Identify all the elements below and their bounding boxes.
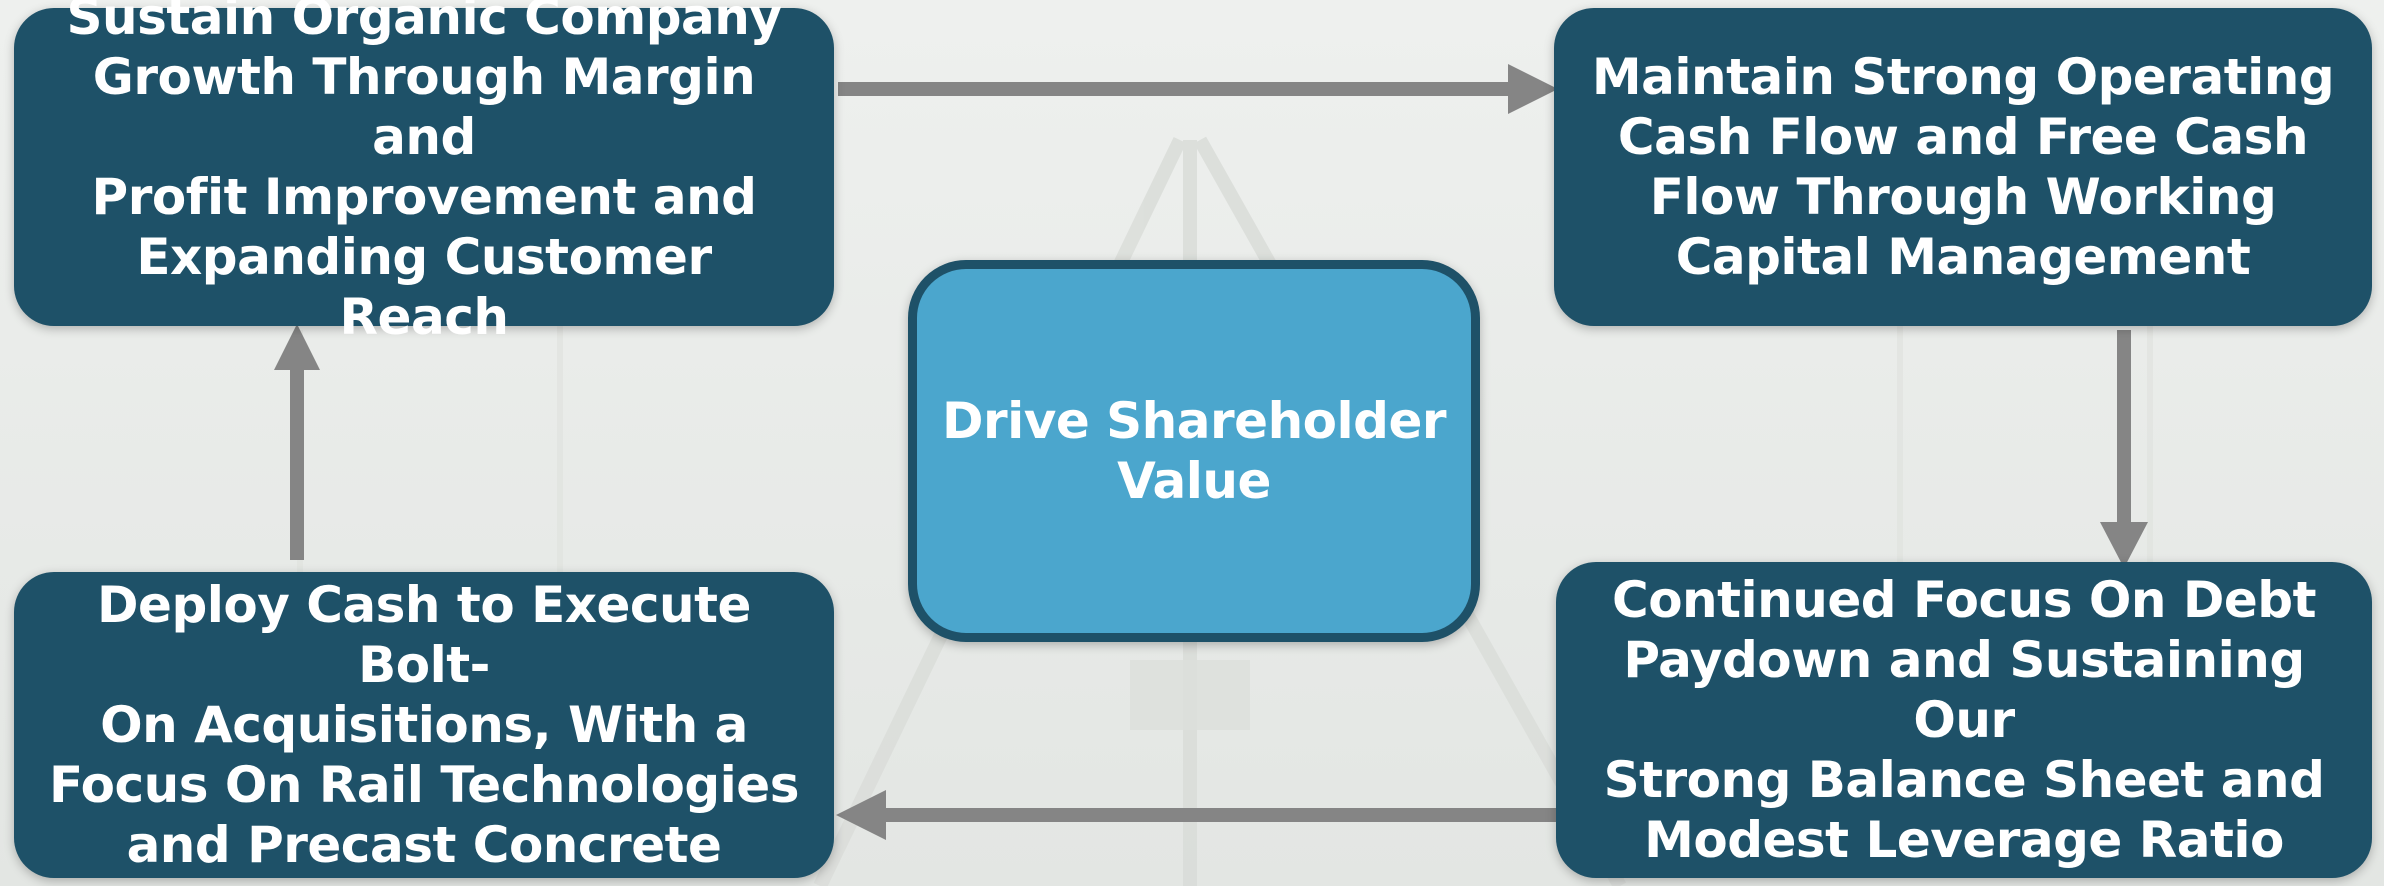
node-maintain-cash-flow: Maintain Strong Operating Cash Flow and … bbox=[1554, 8, 2372, 326]
node-label: Sustain Organic Company Growth Through M… bbox=[66, 0, 783, 346]
node-label: Maintain Strong Operating Cash Flow and … bbox=[1591, 48, 2335, 286]
node-label: Continued Focus On Debt Paydown and Sust… bbox=[1603, 571, 2325, 869]
node-debt-paydown: Continued Focus On Debt Paydown and Sust… bbox=[1556, 562, 2372, 878]
node-drive-shareholder-value: Drive Shareholder Value bbox=[908, 260, 1480, 642]
node-label: Deploy Cash to Execute Bolt- On Acquisit… bbox=[49, 576, 799, 874]
node-deploy-cash-acquisitions: Deploy Cash to Execute Bolt- On Acquisit… bbox=[14, 572, 834, 878]
arrow-top-right-to-bottom-right bbox=[2100, 330, 2148, 568]
node-sustain-organic-growth: Sustain Organic Company Growth Through M… bbox=[14, 0, 834, 346]
node-label: Drive Shareholder Value bbox=[941, 392, 1447, 510]
arrow-bottom-left-to-top-left bbox=[274, 324, 320, 560]
arrow-top-left-to-top-right bbox=[838, 64, 1558, 114]
arrow-bottom-right-to-bottom-left bbox=[836, 790, 1560, 840]
